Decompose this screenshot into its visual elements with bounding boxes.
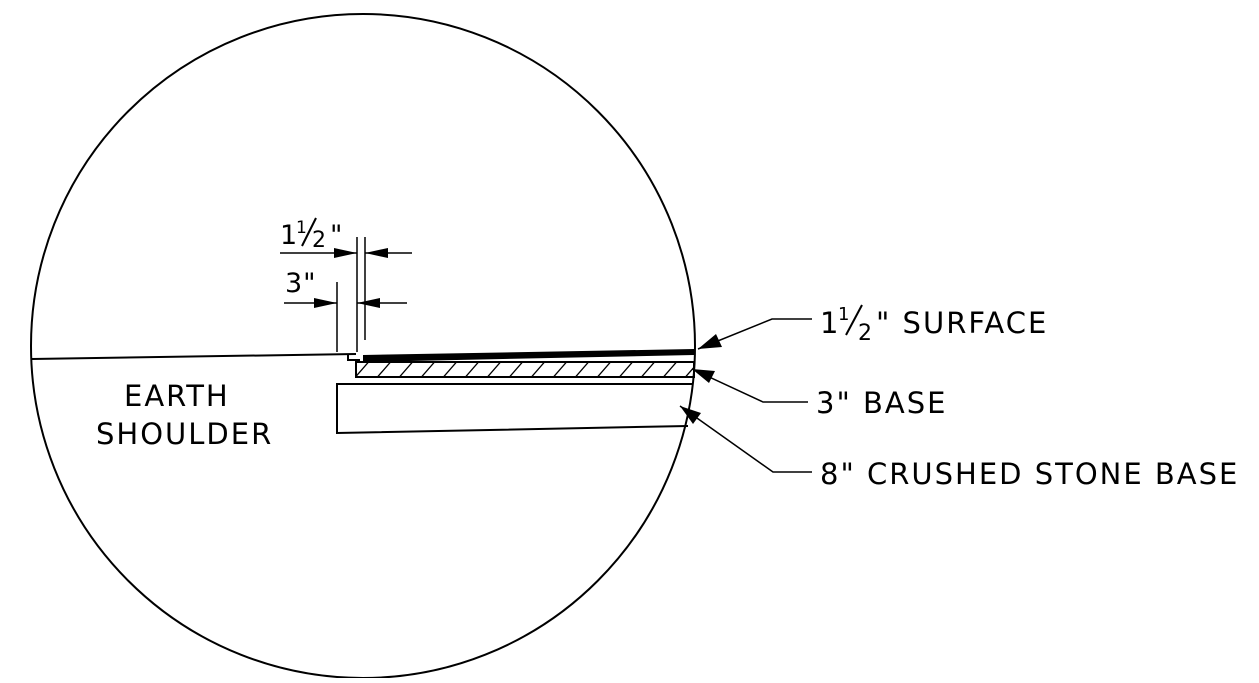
leader-stone-base	[679, 405, 812, 473]
dim-top-den: 2	[312, 228, 326, 253]
leader-base	[691, 368, 808, 403]
dimension-label-top: 1 1 2 "	[280, 217, 343, 253]
surface-label-whole: 1	[820, 306, 840, 340]
base-course	[355, 361, 695, 378]
surface-label-den: 2	[858, 321, 872, 346]
dimension-arrow-top	[280, 248, 412, 258]
earth-label: EARTH	[124, 379, 230, 413]
base-label: 3" BASE	[816, 386, 947, 420]
stone-base-label: 8" CRUSHED STONE BASE	[820, 457, 1239, 491]
dim-top-inch: "	[330, 220, 343, 251]
dimension-extension-lines	[336, 237, 366, 352]
detail-circle	[30, 13, 696, 679]
leader-surface	[697, 318, 812, 350]
dimension-arrow-bottom	[284, 298, 407, 308]
surface-edge-step	[347, 354, 360, 361]
surface-label-num: 1	[838, 304, 849, 325]
shoulder-label: SHOULDER	[96, 417, 273, 451]
surface-label: 1 1 2 " SURFACE	[820, 304, 1048, 346]
surface-course	[363, 349, 694, 362]
shoulder-ground-line	[31, 353, 357, 360]
dim-top-num: 1	[296, 218, 307, 238]
crushed-stone-base	[336, 383, 692, 435]
dimension-label-bottom: 3"	[285, 268, 317, 299]
surface-label-rest: " SURFACE	[876, 306, 1048, 340]
dim-top-whole: 1	[280, 220, 298, 251]
